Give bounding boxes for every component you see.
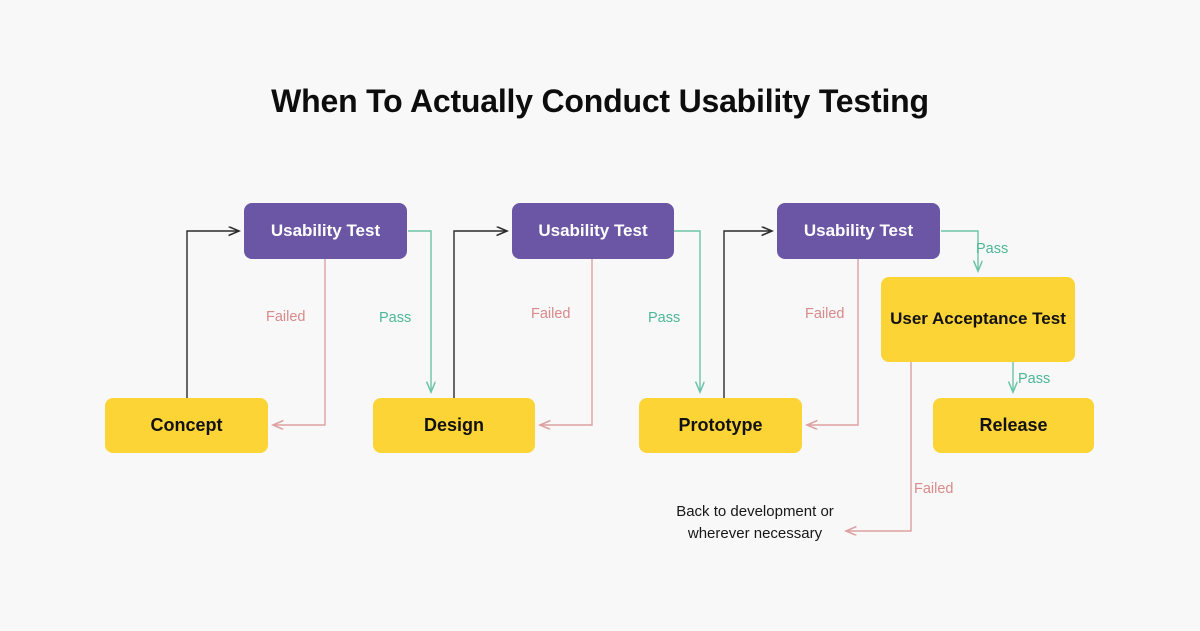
edge-usabilitytest2-failed-to-design: [540, 259, 593, 425]
note-back-to-development: Back to development or wherever necessar…: [676, 503, 834, 542]
node-label: Concept: [150, 415, 223, 436]
edge-prototype-to-usabilitytest3: [723, 231, 772, 398]
node-user-acceptance-test[interactable]: User Acceptance Test: [881, 277, 1075, 362]
node-prototype[interactable]: Prototype: [639, 398, 802, 453]
node-label: Release: [979, 415, 1048, 436]
edge-label-failed-2: Failed: [531, 306, 571, 322]
edge-label-failed-3: Failed: [805, 306, 845, 322]
node-release[interactable]: Release: [933, 398, 1094, 453]
node-label: Prototype: [678, 415, 763, 436]
node-label: Usability Test: [803, 220, 914, 240]
node-label: Design: [423, 415, 484, 436]
edge-label-pass-3: Pass: [976, 241, 1009, 257]
node-label: Usability Test: [270, 220, 381, 240]
node-usability-test-1[interactable]: Usability Test: [244, 203, 407, 259]
node-usability-test-3[interactable]: Usability Test: [777, 203, 940, 259]
edge-label-failed-4: Failed: [914, 481, 954, 497]
edge-usabilitytest3-failed-to-prototype: [807, 259, 859, 425]
edge-label-pass-4: Pass: [1018, 371, 1051, 387]
edge-concept-to-usabilitytest1: [186, 231, 239, 398]
edge-usabilitytest1-failed-to-concept: [273, 259, 326, 425]
edge-label-pass-2: Pass: [648, 310, 681, 326]
edge-usabilitytest3-pass-to-useracceptance: [941, 230, 978, 271]
node-usability-test-2[interactable]: Usability Test: [512, 203, 674, 259]
page-title: When To Actually Conduct Usability Testi…: [271, 83, 929, 119]
edge-label-pass-1: Pass: [379, 310, 412, 326]
edge-label-failed-1: Failed: [266, 309, 306, 325]
edge-usabilitytest1-pass-to-design: [408, 230, 431, 392]
edge-design-to-usabilitytest2: [453, 231, 507, 398]
node-label: Usability Test: [538, 220, 648, 240]
node-concept[interactable]: Concept: [105, 398, 268, 453]
node-design[interactable]: Design: [373, 398, 535, 453]
node-label: User Acceptance Test: [890, 309, 1066, 329]
